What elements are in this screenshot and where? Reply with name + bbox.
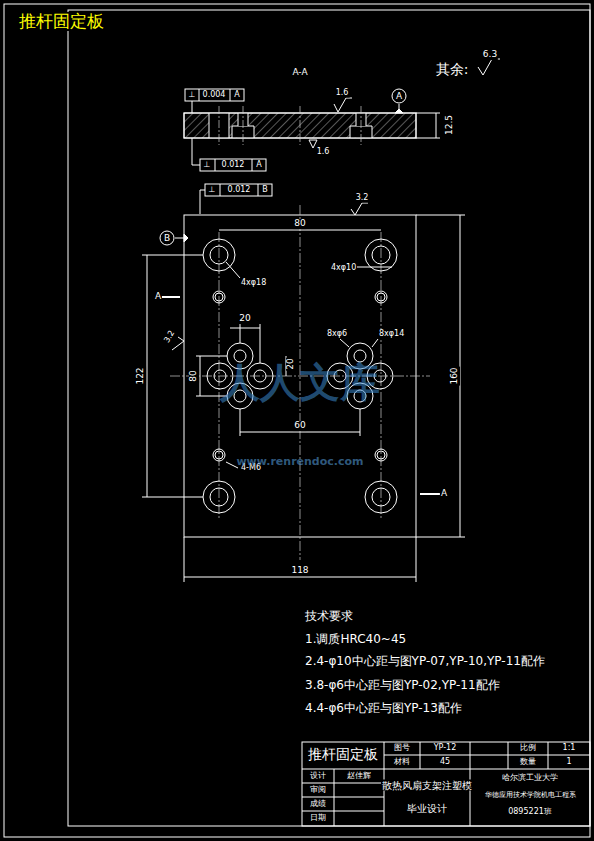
- section-mark: A: [440, 489, 448, 499]
- title-block-cell: 审阅: [309, 786, 327, 795]
- title-block-cell: 图号: [393, 744, 411, 753]
- drawing-title: 推杆固定板: [18, 12, 105, 31]
- roughness: 3.2: [163, 328, 178, 345]
- dimension: 118: [290, 566, 309, 576]
- dimension: 60: [293, 421, 306, 431]
- roughness-note: 其余:: [435, 62, 470, 77]
- datum-circle: B: [159, 230, 175, 246]
- title-block-cell: 设计: [309, 772, 327, 781]
- title-block-cell: 推杆固定板: [307, 747, 379, 762]
- title-block-cell: 0895221班: [507, 808, 553, 817]
- title-block-cell: 华德应用技术学院机电工程系: [484, 792, 577, 800]
- dimension: 4xφ10: [330, 264, 357, 273]
- title-block-cell: 散热风扇支架注塑模: [381, 780, 473, 791]
- title-block-cell: 比例: [519, 744, 537, 753]
- dimension: 160: [450, 366, 460, 385]
- watermark: 人人文库: [219, 360, 381, 404]
- roughness: 6.3: [482, 50, 498, 60]
- title-block-cell: 赵佳辉: [346, 772, 372, 781]
- title-block-cell: 数量: [519, 758, 537, 767]
- tolerance-cell: B: [261, 186, 269, 195]
- dimension: 122: [136, 366, 146, 385]
- dimension: 12.5: [445, 114, 455, 136]
- note: 4.4-φ6中心距与图YP-13配作: [304, 702, 463, 715]
- dimension: 20: [238, 314, 251, 324]
- roughness: 1.6: [316, 148, 331, 157]
- title-block-cell: 日期: [309, 814, 327, 823]
- title-block-cell: 1:1: [562, 744, 577, 753]
- title-block-cell: YP-12: [433, 744, 458, 753]
- linework: [4, 4, 590, 837]
- note-heading: 技术要求: [304, 610, 354, 623]
- datum-letter: A: [391, 88, 407, 104]
- section-mark: A: [154, 292, 162, 302]
- note: 1.调质HRC40~45: [304, 633, 407, 646]
- roughness: 3.2: [355, 194, 370, 203]
- datum-letter: B: [159, 230, 175, 246]
- note: 2.4-φ10中心距与图YP-07,YP-10,YP-11配作: [304, 655, 546, 668]
- tolerance-cell: ⊥: [208, 186, 217, 195]
- title-block-cell: 45: [439, 758, 451, 767]
- title-block-cell: 成绩: [309, 800, 327, 809]
- title-block-cell: 材料: [393, 758, 411, 767]
- roughness: 1.6: [335, 89, 350, 98]
- note: 3.8-φ6中心距与图YP-02,YP-11配作: [304, 679, 501, 692]
- tolerance-cell: 0.012: [221, 161, 246, 170]
- dimension: 8xφ6: [326, 330, 348, 339]
- dimension: 8xφ14: [378, 330, 405, 339]
- tolerance-cell: ⊥: [203, 161, 212, 170]
- tolerance-cell: 0.004: [202, 91, 227, 100]
- title-block-cell: 1: [565, 758, 572, 767]
- tolerance-cell: ⊥: [188, 91, 197, 100]
- dimension: 80: [189, 369, 199, 382]
- watermark: www.renrendoc.com: [235, 456, 364, 468]
- title-block-cell: 哈尔滨工业大学: [501, 774, 559, 783]
- tolerance-cell: 0.012: [227, 186, 252, 195]
- title-block-cell: 毕业设计: [406, 803, 448, 814]
- dimension: 4xφ18: [240, 279, 267, 288]
- dimension: 80: [293, 219, 306, 229]
- section-title: A-A: [291, 68, 308, 78]
- tolerance-cell: A: [255, 161, 262, 170]
- datum-circle: A: [391, 88, 407, 104]
- tolerance-cell: A: [233, 91, 240, 100]
